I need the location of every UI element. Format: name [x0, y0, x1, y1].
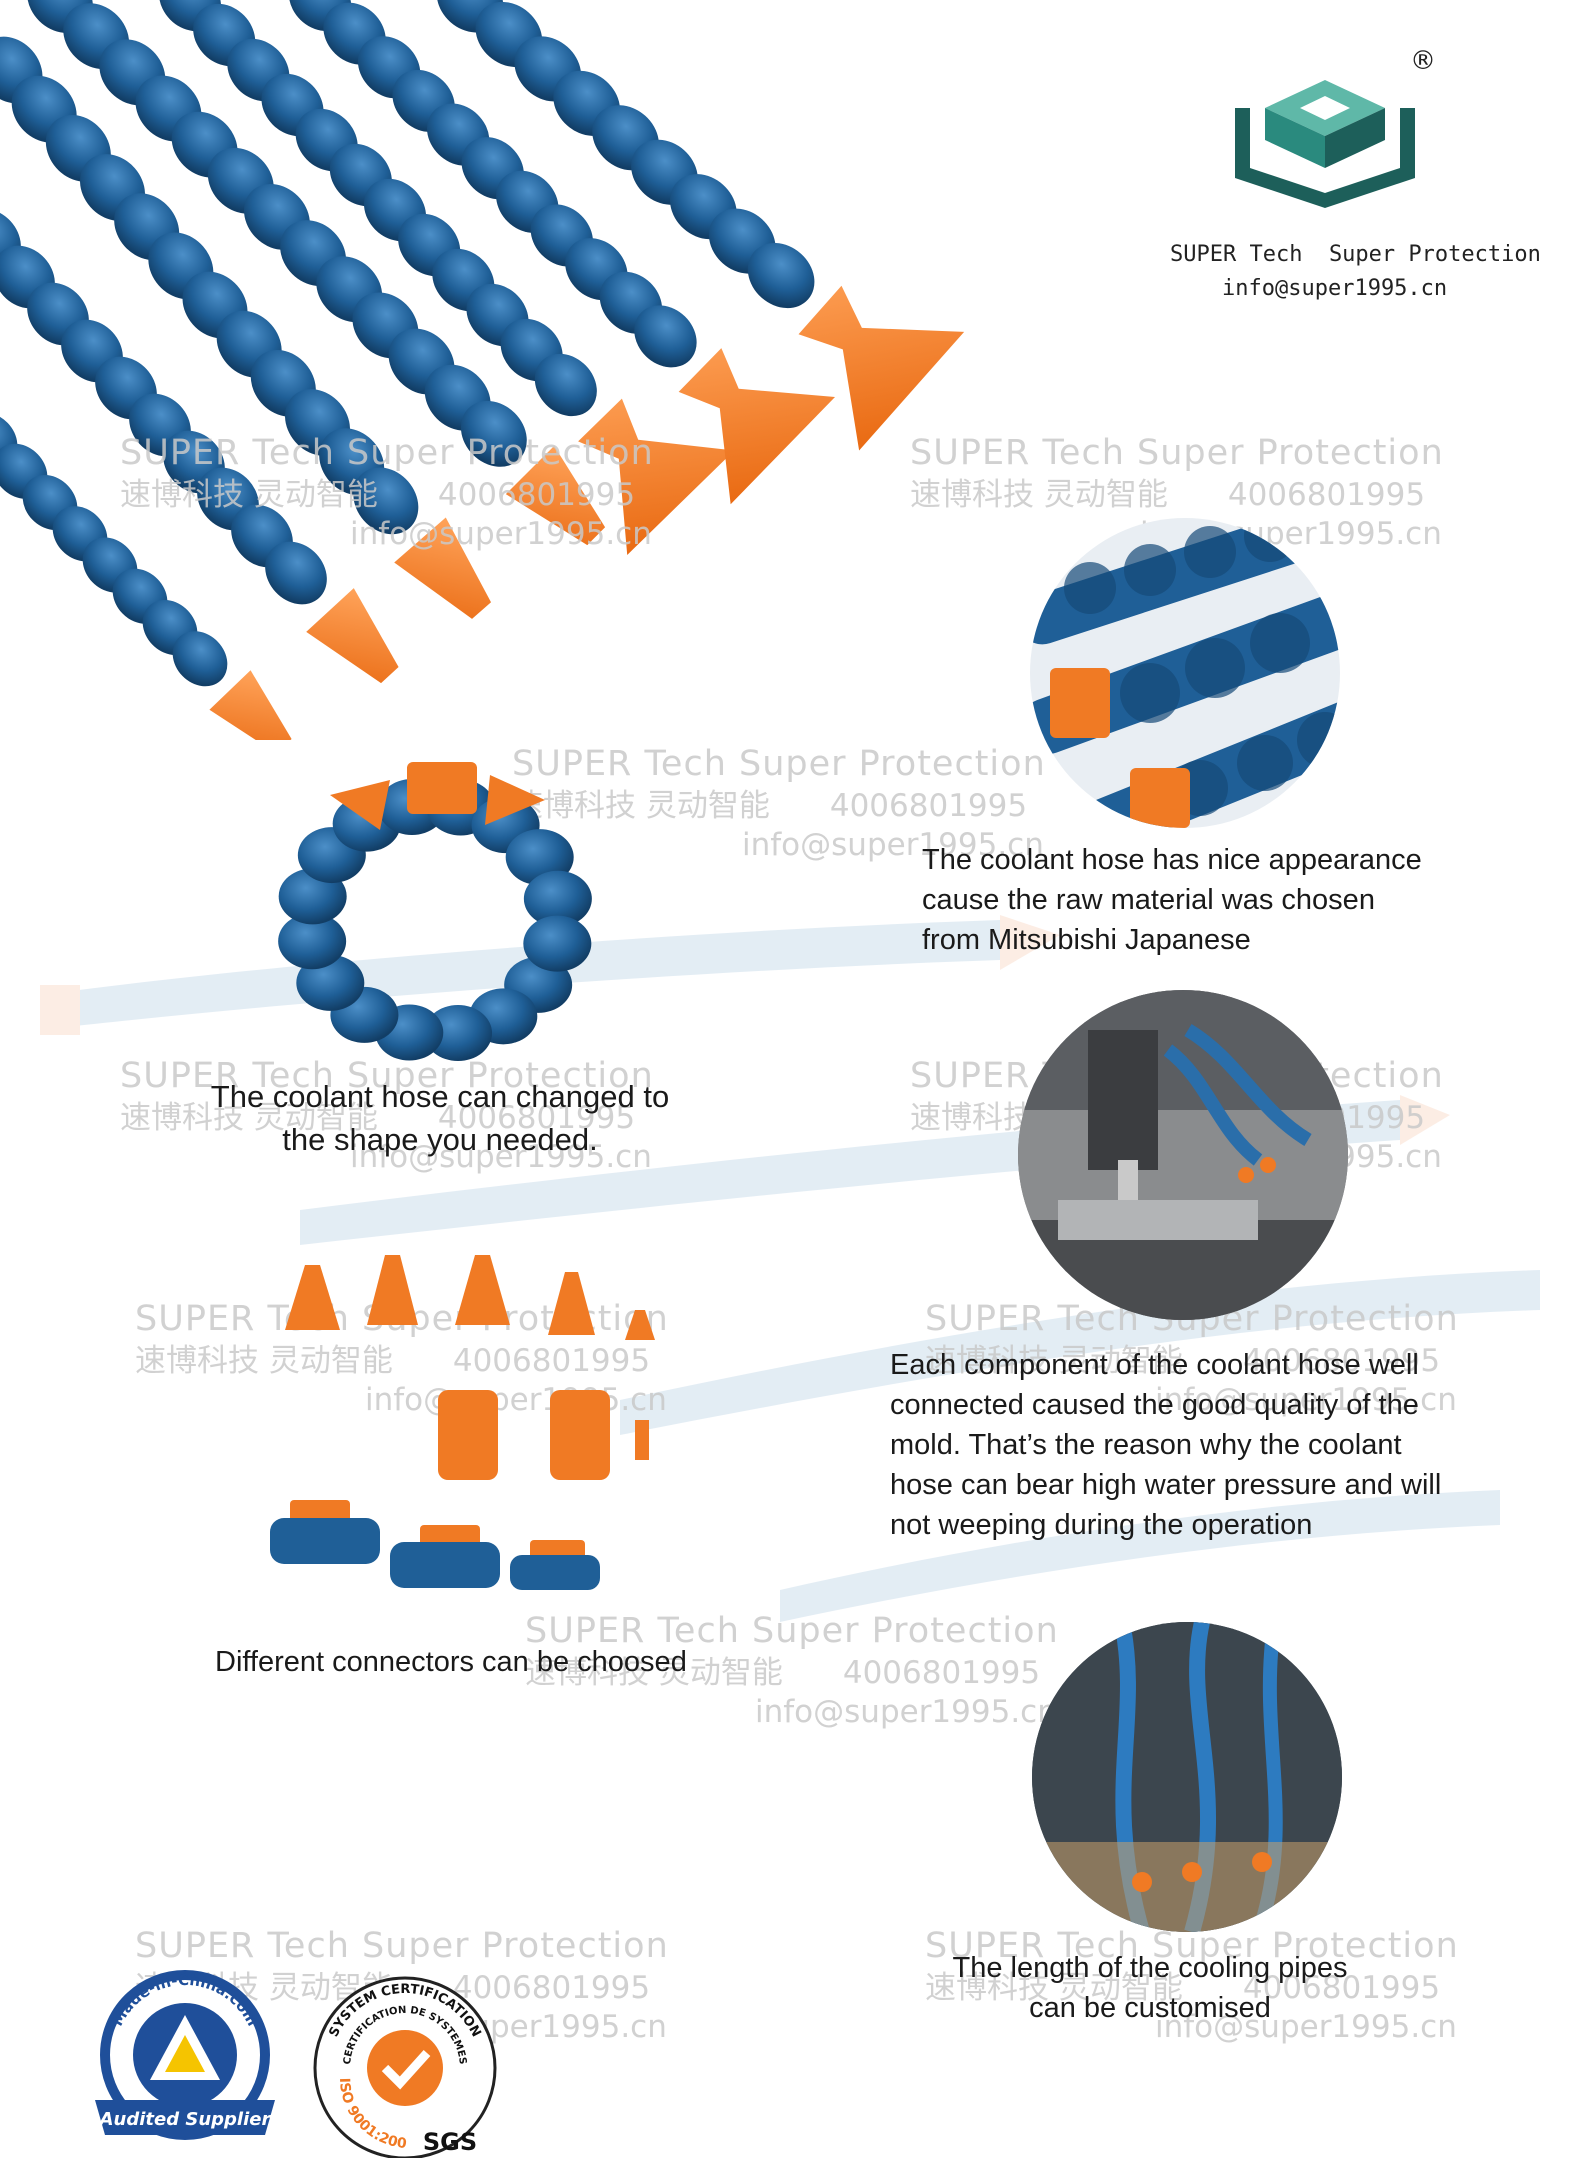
watermark-line1: SUPER Tech Super Protection	[910, 433, 1444, 473]
watermark-line1: SUPER Tech Super Protection	[120, 1056, 654, 1096]
made-in-china-badge: Made-in-China.com Audited Supplier	[85, 1960, 285, 2150]
caption-line: The coolant hose can changed to	[210, 1079, 670, 1114]
watermark-line1: SUPER Tech Super Protection	[925, 1926, 1459, 1966]
watermark-email: info@super1995.cn	[350, 1138, 652, 1175]
connectors-image	[260, 1250, 680, 1590]
caption-line: The coolant hose has nice appearance	[922, 844, 1422, 876]
caption-appearance: The coolant hose has nice appearance cau…	[922, 840, 1422, 960]
caption-line: Each component of the coolant hose well	[890, 1349, 1419, 1381]
brand-email[interactable]: info@super1995.cn	[1222, 276, 1448, 301]
brand-logo	[1225, 68, 1425, 208]
watermark-email: info@super1995.cn	[350, 515, 652, 552]
hose-ring-image	[255, 750, 615, 1070]
caption-shape: The coolant hose can changed to the shap…	[180, 1075, 700, 1161]
caption-line: not weeping during the operation	[890, 1509, 1313, 1541]
watermark-email: info@super1995.cn	[1155, 1381, 1457, 1418]
cooling-pipes-photo	[1032, 1622, 1342, 1932]
registered-mark: ®	[1410, 46, 1436, 76]
caption-line: can be customised	[1029, 1992, 1271, 2024]
caption-line: hose can bear high water pressure and wi…	[890, 1469, 1442, 1501]
badge-ribbon-text: Audited Supplier	[98, 2109, 272, 2130]
watermark-line1: SUPER Tech Super Protection	[120, 433, 654, 473]
watermark-line1: SUPER Tech Super Protection	[525, 1611, 1059, 1651]
caption-line: mold. That’s the reason why the coolant	[890, 1429, 1402, 1461]
watermark-email: info@super1995.cn	[365, 1381, 667, 1418]
watermark-line1: SUPER Tech Super Protection	[135, 1926, 669, 1966]
machining-photo	[1018, 990, 1348, 1320]
caption-line: The length of the cooling pipes	[952, 1952, 1348, 1984]
caption-length: The length of the cooling pipes can be c…	[920, 1948, 1380, 2028]
watermark-email: info@super1995.cn	[742, 826, 1044, 863]
sgs-brand-text: SGS	[423, 2128, 477, 2156]
caption-components: Each component of the coolant hose well …	[890, 1345, 1441, 1545]
hero-hoses-image	[0, 0, 1000, 740]
sgs-iso-badge: SYSTEM CERTIFICATION CERTIFICATION DE SY…	[305, 1968, 505, 2158]
caption-line: connected caused the good quality of the	[890, 1389, 1419, 1421]
watermark-line1: SUPER Tech Super Protection	[512, 744, 1046, 784]
caption-line: the shape you needed.	[282, 1122, 598, 1157]
caption-line: cause the raw material was chosen	[922, 884, 1375, 916]
caption-connectors: Different connectors can be choosed	[215, 1646, 687, 1678]
hose-closeup-photo	[1030, 518, 1340, 828]
watermark-email: info@super1995.cn	[755, 1693, 1057, 1730]
brand-tagline: SUPER Tech Super Protection	[1170, 242, 1541, 267]
watermark-email: info@super1995.cn	[1155, 2008, 1457, 2045]
caption-line: from Mitsubishi Japanese	[922, 924, 1251, 956]
